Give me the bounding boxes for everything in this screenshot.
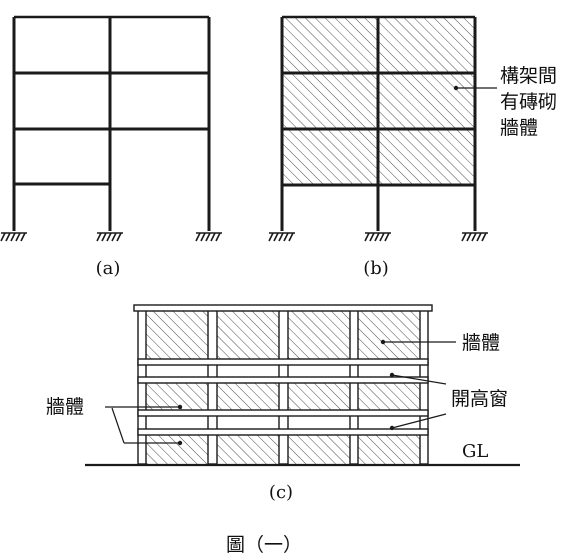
elevation-c-walls (146, 311, 420, 464)
leader-wall-left-bottom (111, 407, 125, 444)
floor-beam-2b (137, 376, 429, 384)
wall-panel-upper (358, 311, 420, 359)
column (137, 305, 147, 465)
infill-panel (282, 73, 378, 129)
frame-b-infill (282, 18, 474, 185)
column (278, 305, 289, 465)
floor-beam-3b (137, 428, 429, 436)
leader-dot (380, 339, 386, 345)
wall-panel-lower (288, 435, 350, 464)
wall-panel-middle (288, 383, 350, 410)
leader-clerestory-lower (391, 413, 447, 429)
wall-panel-lower (146, 435, 208, 464)
figure-title: 圖（一） (226, 534, 302, 556)
wall-panel-middle (217, 383, 279, 410)
wall-panel-middle (146, 383, 208, 410)
label-wall-right: 牆體 (462, 332, 500, 354)
floor-beam-3 (137, 409, 429, 417)
infill-panel (378, 73, 474, 129)
support-icon (461, 232, 488, 242)
caption-a: (a) (96, 258, 121, 279)
leader-dot (177, 404, 183, 410)
caption-c: (c) (269, 482, 293, 503)
column (349, 305, 359, 465)
support-icon (195, 232, 222, 242)
caption-b: (b) (363, 258, 389, 279)
leader-dot (389, 425, 395, 431)
support-icon (364, 232, 391, 242)
label-ground-line: GL (462, 441, 488, 462)
infill-panel (282, 18, 378, 73)
wall-panel-lower (217, 435, 279, 464)
frame-a-supports (0, 232, 222, 242)
wall-panel-middle (358, 383, 420, 410)
elevation-c-frame (133, 304, 433, 465)
wall-panel-upper (288, 311, 350, 359)
wall-panel-lower (358, 435, 420, 464)
leader-dot (177, 440, 183, 446)
support-icon (268, 232, 295, 242)
support-icon (96, 232, 123, 242)
elevation-c-leaders (105, 341, 456, 444)
label-clerestory: 開高窗 (451, 388, 508, 410)
leader-clerestory-upper (391, 374, 447, 385)
frame-b (280, 15, 477, 231)
column (207, 305, 218, 465)
floor-beam-2 (137, 358, 429, 366)
annotation-infill-line-3: 牆體 (500, 117, 538, 139)
annotation-infill-line-2: 有磚砌 (500, 91, 557, 113)
leader-dot (389, 372, 395, 378)
annotation-infill-line-1: 構架間 (500, 65, 557, 87)
infill-panel (378, 18, 474, 73)
frame-a (12, 15, 211, 231)
label-wall-left: 牆體 (46, 396, 84, 418)
roof-beam (133, 304, 433, 312)
leader-dots (177, 339, 395, 446)
column (419, 305, 429, 465)
wall-panel-upper (217, 311, 279, 359)
leader-dot-infill (453, 85, 459, 91)
support-icon (0, 232, 27, 242)
wall-panel-upper (146, 311, 208, 359)
infill-panel (282, 129, 378, 185)
frame-b-supports (268, 232, 488, 242)
infill-panel (378, 129, 474, 185)
